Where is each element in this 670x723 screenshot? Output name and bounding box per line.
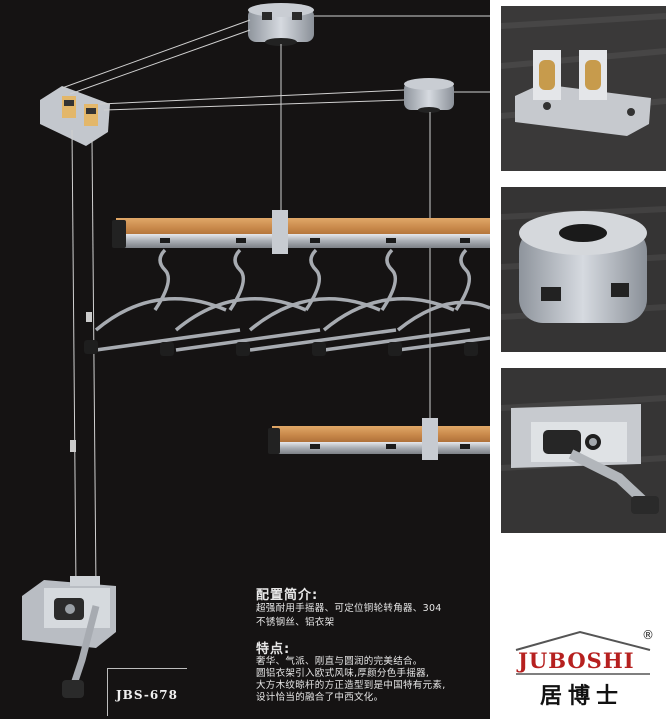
house-roof-icon xyxy=(515,630,651,675)
clothes-rack-illustration xyxy=(22,3,491,698)
features-line-2: 圆铝衣架引入欧式风味,厚颜分色手摇器, xyxy=(256,668,430,679)
brand-name-latin: JUBOSHI xyxy=(518,648,635,673)
intro-line-2: 不锈钢丝、铝衣架 xyxy=(256,617,335,628)
features-line-3: 大方木纹晾杆的方正造型到是中国特有元素, xyxy=(256,680,446,691)
model-number: JBS-678 xyxy=(116,688,178,702)
photo-corner-pulley xyxy=(501,6,666,171)
steel-wires xyxy=(61,15,490,591)
brand-name-chinese: 居博士 xyxy=(540,683,625,709)
ceiling-pulley-small xyxy=(404,78,454,113)
model-frame-vertical xyxy=(107,668,108,716)
brand-logo: JUBOSHI 居博士 ® xyxy=(510,628,660,714)
registered-mark: ® xyxy=(642,628,654,642)
hand-crank-winder xyxy=(22,576,116,698)
features-heading: 特点: xyxy=(256,642,291,657)
photo-hand-crank xyxy=(501,368,666,533)
corner-bracket xyxy=(40,86,110,146)
features-line-4: 设计恰当的融合了中西文化。 xyxy=(256,692,384,703)
ceiling-pulley-large xyxy=(248,3,314,46)
model-frame-horizontal xyxy=(107,668,187,669)
intro-heading: 配置简介: xyxy=(256,588,319,603)
main-product-panel xyxy=(0,0,491,719)
features-line-1: 奢华、气派、刚直与圆润的完美结合。 xyxy=(256,656,423,667)
aluminum-hangers xyxy=(94,248,491,352)
photo-ceiling-pulley xyxy=(501,187,666,352)
intro-line-1: 超强耐用手摇器、可定位铜轮转角器、304 xyxy=(256,603,442,614)
upper-drying-bar xyxy=(112,210,490,254)
lower-drying-bar xyxy=(268,418,490,460)
